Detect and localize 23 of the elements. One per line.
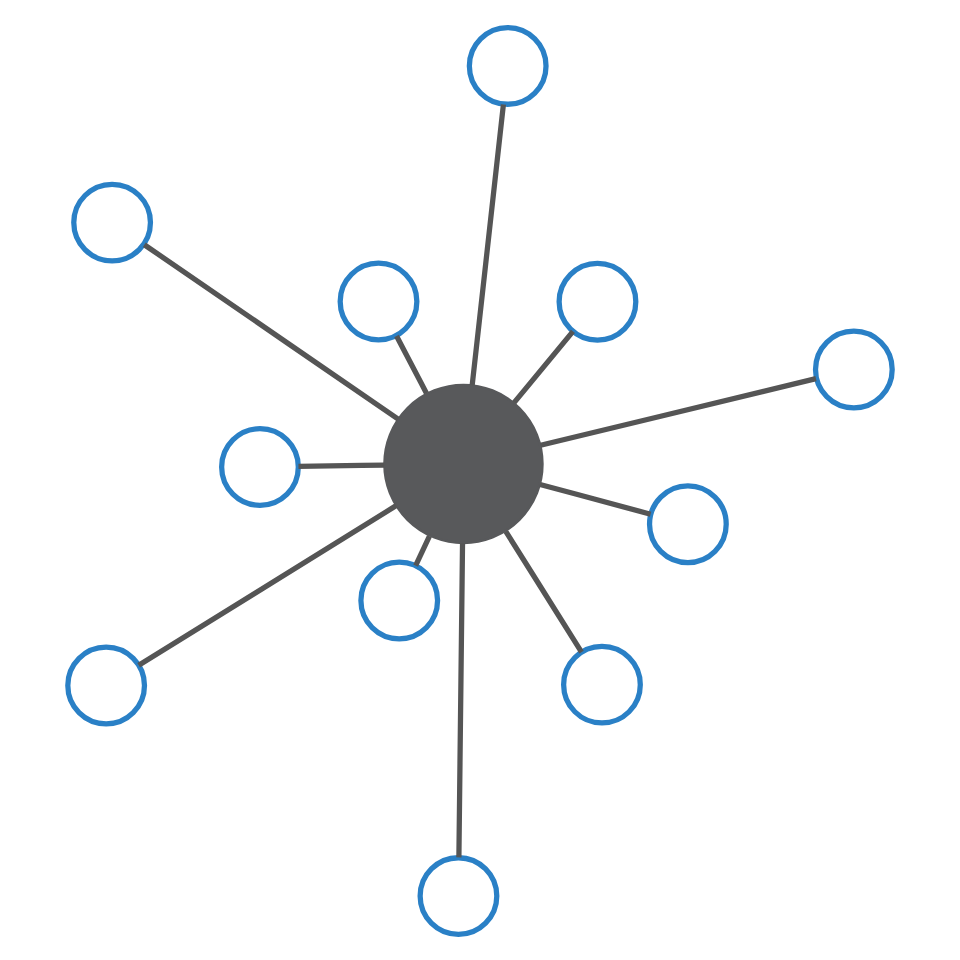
connector <box>137 502 398 667</box>
node-circle <box>71 180 154 263</box>
node-circle <box>358 558 441 641</box>
connector <box>539 375 817 447</box>
connector <box>512 328 575 404</box>
node-circle <box>383 382 544 544</box>
connector <box>539 480 652 516</box>
connector <box>394 333 429 394</box>
connector <box>413 534 432 566</box>
node-circle <box>337 259 420 342</box>
node-circle <box>466 23 549 106</box>
node-circle <box>417 854 500 937</box>
connector <box>142 241 400 421</box>
node-circle <box>65 643 148 726</box>
connector <box>503 528 584 653</box>
node-circle <box>561 642 643 725</box>
node-circle <box>646 482 729 565</box>
node-circle <box>219 425 301 507</box>
node-circle <box>556 259 639 342</box>
node-circle <box>812 327 895 410</box>
connector <box>298 461 385 469</box>
connector <box>469 103 507 385</box>
connector <box>456 542 466 857</box>
